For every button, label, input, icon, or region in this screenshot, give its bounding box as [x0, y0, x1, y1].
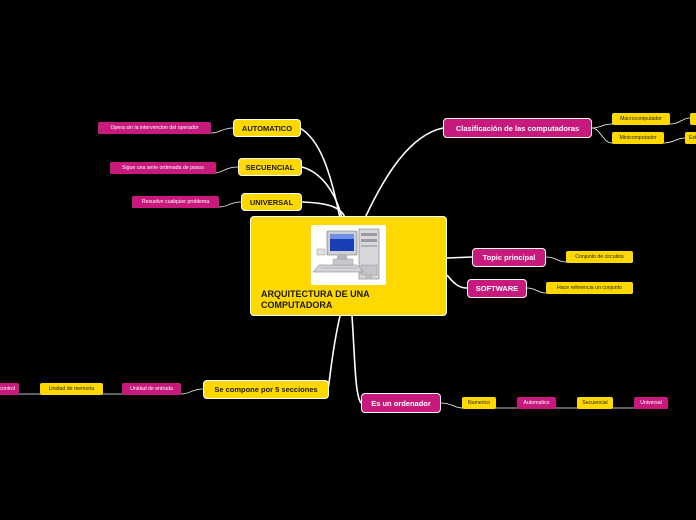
node-clasificacion[interactable]: Clasificación de las computadoras [443, 118, 592, 138]
computer-image [311, 225, 386, 285]
link-topic-child [545, 256, 633, 263]
link-automatico-child [98, 127, 234, 134]
leaf-hace-referencia[interactable]: Hace referencia un conjunto [546, 282, 633, 294]
leaf-numerico[interactable]: Numerico [462, 397, 496, 409]
node-software[interactable]: SOFTWARE [467, 279, 527, 298]
leaf-universal-2[interactable]: Universal [634, 397, 668, 409]
leaf-macrocomputador[interactable]: Macrocomputador [612, 113, 670, 125]
leaf-universal[interactable]: Resuelve cualquier problema [132, 196, 219, 208]
leaf-control[interactable]: control [0, 383, 19, 395]
leaf-automatico[interactable]: Opera sin la intervencion del operador [98, 122, 211, 134]
link-ordenador-children [440, 402, 668, 409]
link-ordenador [351, 315, 362, 404]
node-es-un-ordenador[interactable]: Es un ordenador [361, 393, 441, 413]
node-topic-principal[interactable]: Topic principal [472, 248, 546, 267]
node-secuencial[interactable]: SECUENCIAL [238, 158, 302, 176]
central-title: ARQUITECTURA DE UNA COMPUTADORA [261, 289, 370, 310]
link-universal [301, 201, 346, 219]
leaf-unidad-memoria[interactable]: Unidad de memoria [40, 383, 103, 395]
leaf-minicomputador[interactable]: Minicomputador [612, 132, 664, 144]
computer-icon [312, 228, 380, 280]
link-secuencial [301, 166, 343, 219]
leaf-unidad-entrada[interactable]: Unidad de entrada [122, 383, 181, 395]
link-universal-child [132, 201, 242, 208]
link-automatico [299, 127, 341, 219]
leaf-secuencial[interactable]: Sigue una serie ordenada de pasos [110, 162, 216, 174]
link-mini-gc [663, 137, 696, 144]
link-macro-gc [669, 117, 696, 125]
leaf-macro-detail[interactable] [690, 113, 696, 125]
node-secciones[interactable]: Se compone por 5 secciones [203, 380, 329, 399]
link-clasificacion [364, 127, 444, 219]
leaf-automatico-2[interactable]: Automatico [517, 397, 556, 409]
link-software [446, 274, 468, 289]
link-secciones [327, 315, 341, 390]
node-universal[interactable]: UNIVERSAL [241, 193, 302, 211]
link-topic [446, 256, 473, 259]
link-clasif-macro [591, 123, 670, 129]
node-automatico[interactable]: AUTOMATICO [233, 119, 301, 137]
link-secciones-children [0, 388, 204, 395]
link-clasif-mini [591, 127, 664, 144]
central-topic[interactable]: ARQUITECTURA DE UNA COMPUTADORA [250, 216, 447, 316]
leaf-mini-detail[interactable]: Est [685, 132, 696, 144]
link-software-child [526, 287, 633, 294]
leaf-conjunto-circuitos[interactable]: Conjunto de circuitos [566, 251, 633, 263]
leaf-secuencial-2[interactable]: Secuencial [577, 397, 613, 409]
